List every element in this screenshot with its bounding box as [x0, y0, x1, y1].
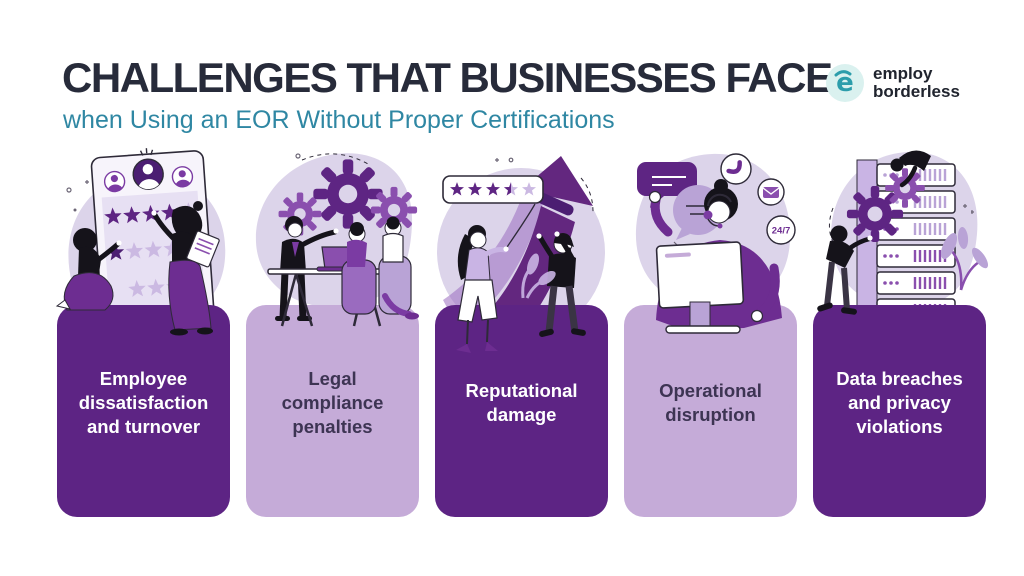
- meeting-scene: [267, 216, 419, 327]
- phone-circle-icon: [720, 153, 752, 185]
- card-body-rect: [813, 305, 986, 517]
- server-rack-illustration: [813, 150, 989, 517]
- card-label: Reputational damage: [441, 305, 602, 517]
- avatar-center-icon: [132, 158, 164, 190]
- card-label: Operational disruption: [630, 305, 791, 517]
- label-line: compliance: [281, 391, 384, 413]
- card-data-breaches: Data breaches and privacy violations: [813, 148, 989, 518]
- logo-text: employ borderless: [873, 63, 960, 102]
- monitor-icon: [655, 241, 745, 334]
- person-top-figure: [890, 150, 931, 188]
- label-line: violations: [856, 416, 943, 438]
- card-legal-compliance: Legal compliance penalties: [246, 148, 419, 518]
- page-title: CHALLENGES THAT BUSINESSES FACE: [62, 54, 833, 101]
- card-label: Data breaches and privacy violations: [819, 305, 980, 517]
- brand-logo: e employ borderless: [826, 64, 960, 102]
- person-seated-1-figure: [341, 222, 377, 315]
- person-right-figure: [151, 201, 220, 336]
- rope-line: [504, 203, 536, 251]
- label-line: Operational: [659, 379, 762, 401]
- card-body-rect: [57, 305, 230, 517]
- card-body-rect: [246, 305, 419, 517]
- mail-circle-icon: [757, 178, 785, 206]
- card-body-rect: [624, 305, 797, 517]
- logo-e-glyph: e: [834, 68, 854, 98]
- person-right-figure: [536, 231, 586, 337]
- avatar-right-icon: [171, 166, 194, 188]
- clipboard-icon: [186, 230, 220, 268]
- meeting-gears-illustration: [246, 153, 419, 517]
- rising-arrow-illustration: [435, 156, 608, 517]
- waving-arm: [648, 190, 673, 237]
- label-line: Employee: [99, 367, 188, 389]
- plant-icon: [940, 227, 989, 291]
- label-line: Legal: [308, 367, 357, 389]
- avatar-left-icon: [103, 170, 126, 193]
- card-reputational-damage: Reputational damage: [435, 148, 608, 518]
- label-line: and privacy: [848, 391, 951, 413]
- svg-text:e: e: [836, 68, 854, 98]
- card-label: Legal compliance penalties: [252, 305, 413, 517]
- label-line: dissatisfaction: [78, 391, 209, 413]
- label-line: and turnover: [86, 416, 201, 438]
- person-left-figure: [55, 228, 122, 311]
- card-operational-disruption: 24/7: [624, 148, 797, 518]
- person-climber-figure: [817, 225, 873, 315]
- badge-24-7-icon: 24/7: [766, 215, 796, 245]
- rating-pill-icon: [442, 175, 544, 204]
- card-body-rect: [435, 305, 608, 517]
- svg-text:24/7: 24/7: [772, 226, 791, 237]
- plant-icon: [521, 253, 556, 299]
- person-seated-2-figure: [378, 216, 419, 320]
- label-line: penalties: [292, 416, 373, 438]
- logo-e-icon: e: [826, 64, 864, 102]
- page-subtitle: when Using an EOR Without Proper Certifi…: [63, 106, 615, 134]
- label-line: damage: [486, 404, 557, 425]
- card-employee-dissatisfaction: Employee dissatisfaction and turnover: [55, 148, 230, 518]
- card-label: Employee dissatisfaction and turnover: [63, 305, 224, 517]
- label-line: disruption: [665, 404, 756, 425]
- challenge-cards: Employee dissatisfaction and turnover: [55, 148, 989, 518]
- rating-board-illustration: [55, 148, 230, 517]
- person-left-figure: [456, 225, 509, 353]
- logo-text-line2: borderless: [873, 82, 960, 101]
- logo-text-line1: employ: [873, 63, 933, 83]
- label-line: Reputational: [465, 379, 578, 401]
- label-line: Data breaches: [836, 367, 963, 389]
- support-monitor-illustration: 24/7: [624, 153, 797, 517]
